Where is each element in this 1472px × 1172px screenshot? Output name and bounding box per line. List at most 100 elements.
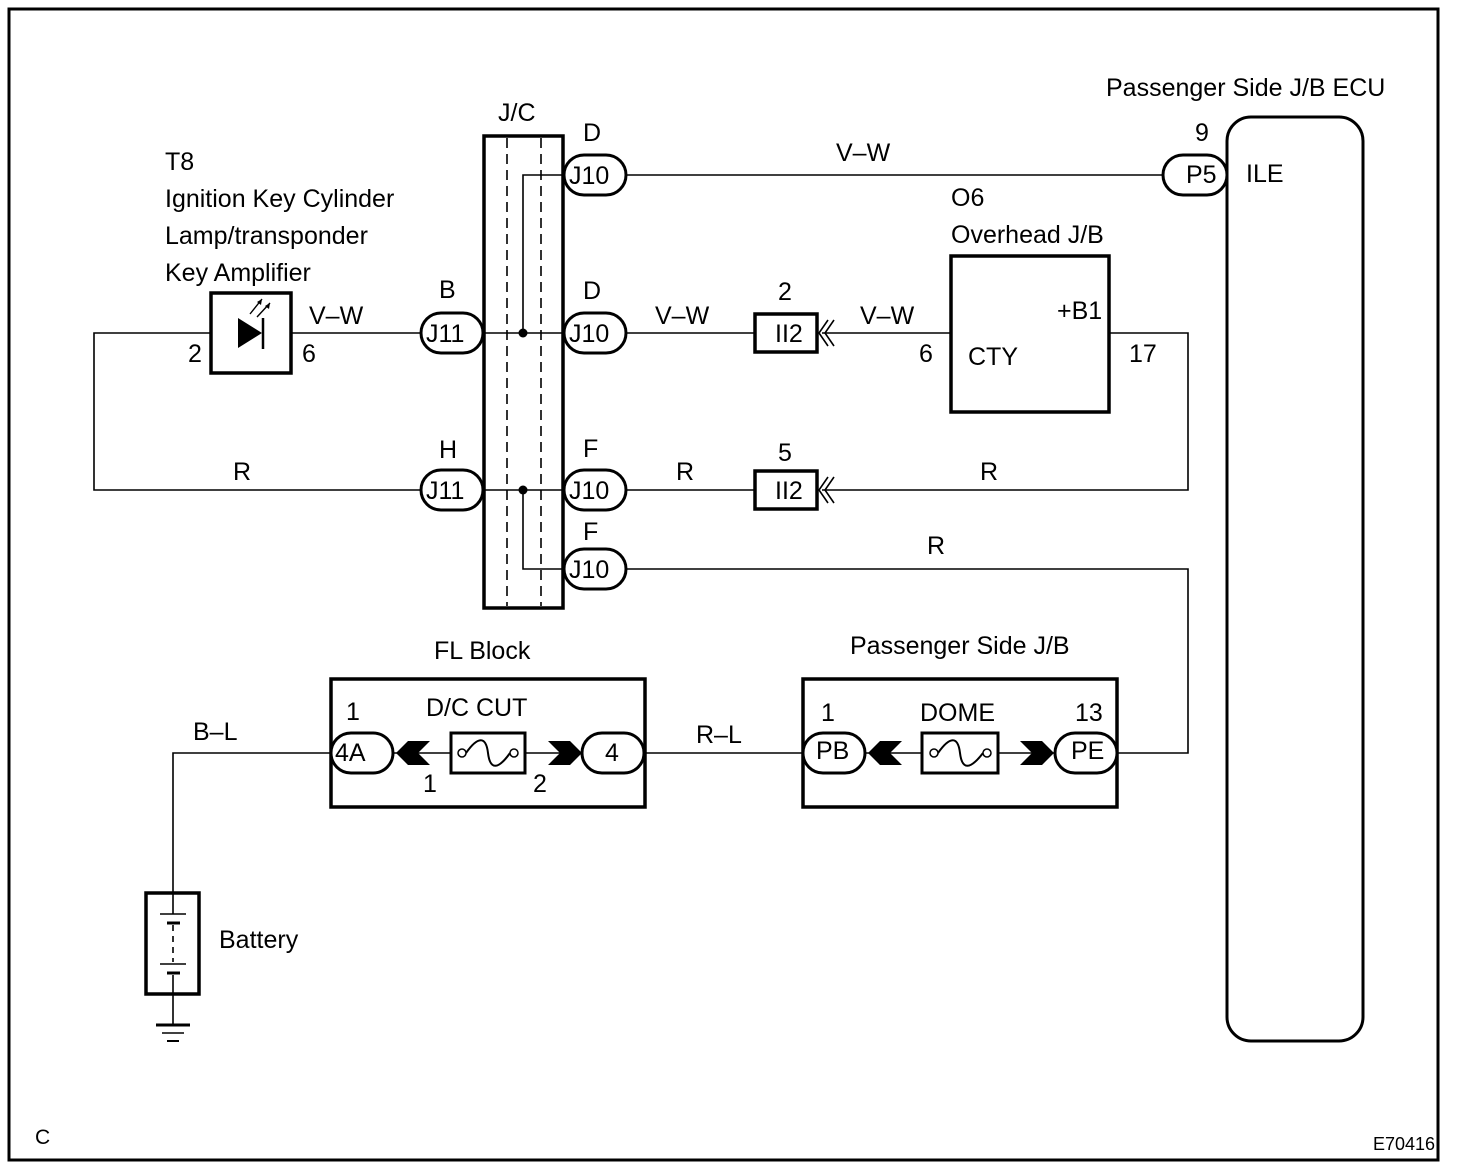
wire-color-fl-to-passenger-jb: R–L [696,721,742,749]
diagram-frame [7,7,1440,1162]
overhead-jb: O6 Overhead J/B CTY +B1 6 17 [919,184,1157,414]
connector-j10-f-1-letter: F [583,435,598,463]
connector-j11-b-code: J11 [426,320,464,348]
wire-amp-return [93,332,421,491]
terminal-male-icon [548,741,582,765]
connector-j10-f-2-letter: F [583,518,598,546]
connector-j10-d-1-code: J10 [569,162,609,190]
key-amplifier: T8 Ignition Key Cylinder Lamp/transponde… [165,148,394,375]
overhead-jb-code: O6 [951,184,984,212]
overhead-jb-terminal-cty: CTY [968,343,1018,371]
fuse-icon [457,739,519,767]
ecu-terminal-ile: ILE [1246,160,1284,188]
overhead-jb-pin-17: 17 [1129,340,1157,368]
ii2-bottom-code: II2 [775,477,803,505]
connector-j11-h [419,468,485,512]
connector-4a-code: 4A [335,739,366,767]
wire-color-ii2-to-overhead: V–W [860,302,915,330]
wire-jc-to-passenger-jb [626,568,1189,754]
connector-j10-f-1-code: J10 [569,477,609,505]
connector-p5-pin: 9 [1195,119,1209,147]
splice-point-top [518,328,528,338]
fl-block-conn-left-pin: 1 [346,698,360,726]
passenger-jb-conn-right-pin: 13 [1075,699,1103,727]
key-amplifier-name-line-2: Lamp/transponder [165,222,368,250]
wire-color-amp-to-jc: V–W [309,302,364,330]
jc-internal-bottom [522,490,563,570]
connector-4 [580,731,646,775]
jc-internal-top [522,174,563,333]
ii2-top-box [753,312,819,354]
fl-fuse-pin-1: 1 [423,770,437,798]
passenger-jb-conn-left-pin: 1 [821,699,835,727]
jc-box [482,134,565,610]
wire-color-jc-to-ii2-bottom: R [676,458,694,486]
overhead-jb-terminal-b1: +B1 [1057,297,1102,325]
splice-point-bottom [518,485,528,495]
connector-j10-d-1-letter: D [583,119,601,147]
connector-j11-h-code: J11 [426,477,464,505]
wire-color-jc-to-ii2-top: V–W [655,302,710,330]
connector-pe [1053,731,1119,775]
wire-color-ii2-to-b1: R [980,458,998,486]
overhead-jb-pin-6: 6 [919,340,933,368]
battery-label: Battery [219,926,299,954]
connector-pb [801,731,867,775]
connector-pe-code: PE [1071,737,1104,765]
junction-connector: J/C J11 B J11 H J10 D J10 D J10 F J10 F [419,99,628,610]
passenger-side-jb: Passenger Side J/B DOME 1 13 PB PE [801,632,1119,809]
connector-p5 [1161,153,1229,197]
key-amplifier-name-line-1: Ignition Key Cylinder [165,185,394,213]
terminal-male-icon [1020,741,1054,765]
connector-j10-d-2-letter: D [583,277,601,305]
figure-id: E70416 [1373,1134,1435,1154]
wire-color-jc-to-ecu: V–W [836,139,891,167]
connector-j10-d-2-code: J10 [569,320,609,348]
inline-connector-ii2-pin-5: II2 5 [753,439,835,511]
ecu-name: Passenger Side J/B ECU [1106,74,1385,102]
passenger-side-jb-ecu: Passenger Side J/B ECU P5 9 ILE [1106,74,1385,1043]
fuse-icon [929,739,992,767]
overhead-jb-name: Overhead J/B [951,221,1104,249]
terminal-female-icon [868,741,902,765]
battery-icon [160,893,186,994]
wire-color-amp-return: R [233,458,251,486]
battery: Battery [144,891,299,1042]
fl-fuse-pin-2: 2 [533,770,547,798]
overhead-jb-box [949,254,1111,414]
passenger-jb-fuse-name: DOME [920,699,995,727]
fl-block-box [329,677,647,809]
jc-title: J/C [498,99,536,127]
key-amplifier-pin-2: 2 [188,340,202,368]
connector-p5-code: P5 [1186,161,1217,189]
passenger-jb-name: Passenger Side J/B [850,632,1070,660]
connector-j10-f-2-code: J10 [569,556,609,584]
key-amplifier-name-line-3: Key Amplifier [165,259,311,287]
key-amplifier-pin-6: 6 [302,340,316,368]
key-amplifier-code: T8 [165,148,194,176]
connector-pb-code: PB [816,737,849,765]
wire-color-battery-to-fl: B–L [193,718,238,746]
inline-connector-ii2-pin-2: II2 2 [753,278,835,354]
connector-chevron-icon [818,476,835,504]
led-icon [238,298,271,349]
connector-j11-b-letter: B [439,276,456,304]
fl-block-name: FL Block [434,637,531,665]
terminal-female-icon [396,741,430,765]
corner-label: C [35,1126,50,1149]
ii2-top-pin: 2 [778,278,792,306]
connector-j11-h-letter: H [439,436,457,464]
ii2-top-code: II2 [775,320,803,348]
wire-b1-to-ii2 [822,332,1189,491]
connector-j11-b [419,311,485,355]
ground-icon [156,1023,190,1042]
fl-block: FL Block D/C CUT 1 4A 4 1 2 [329,637,647,809]
ii2-bottom-box [753,469,819,511]
passenger-jb-box [801,677,1119,809]
fl-block-fuse-name: D/C CUT [426,694,527,722]
ecu-box [1225,115,1365,1043]
ii2-bottom-pin: 5 [778,439,792,467]
wire-battery-to-fl [172,752,331,893]
connector-4-code: 4 [605,739,619,767]
